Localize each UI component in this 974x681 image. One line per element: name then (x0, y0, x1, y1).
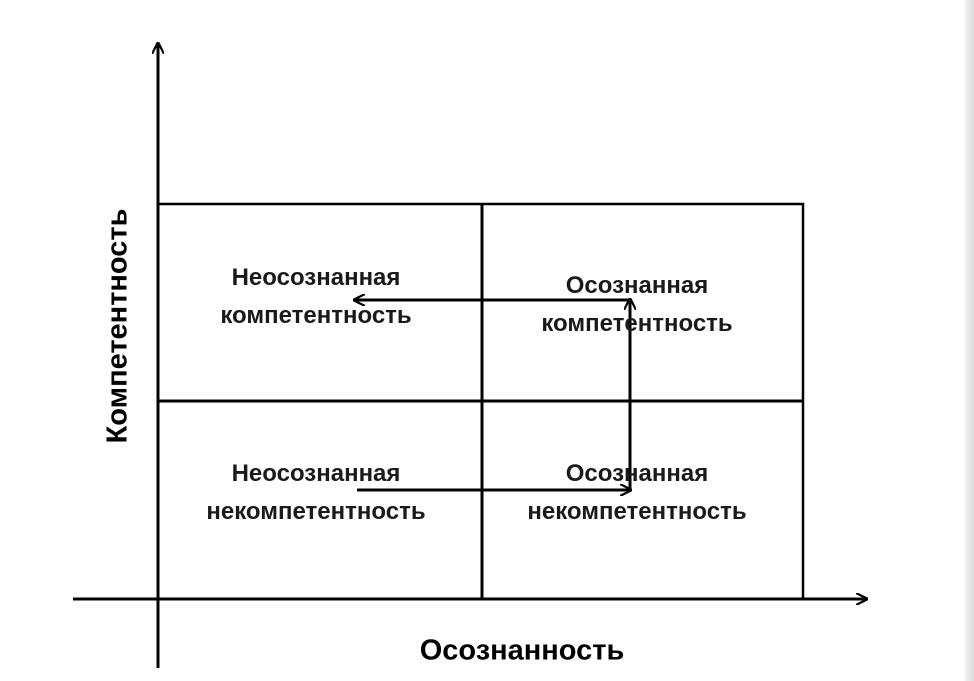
quadrant-label-bottom-right: Осознанная некомпетентность (527, 460, 747, 525)
window-edge (965, 0, 974, 681)
quadrant-label-top-right: Осознанная компетентность (541, 272, 733, 337)
x-axis-label: Осознанность (419, 634, 625, 667)
y-axis-label: Компетентность (101, 208, 134, 444)
quadrant-label-top-left: Неосознанная компетентность (220, 264, 412, 329)
quadrant-label-bottom-left: Неосознанная некомпетентность (206, 460, 426, 525)
